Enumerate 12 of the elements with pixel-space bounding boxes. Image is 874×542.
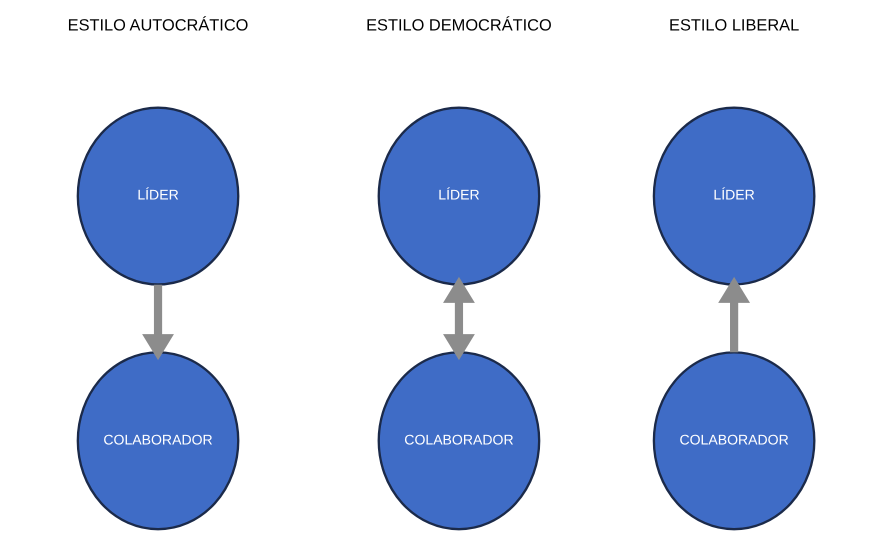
label: ESTILO LIBERAL: [669, 16, 800, 35]
arrow: [718, 276, 750, 352]
node-circle: COLABORADOR: [652, 351, 816, 530]
node-circle: LÍDER: [378, 106, 540, 286]
node-circle: LÍDER: [76, 106, 240, 286]
arrow: [142, 284, 174, 360]
label: ESTILO DEMOCRÁTICO: [366, 16, 552, 35]
node-circle: COLABORADOR: [378, 351, 540, 530]
arrow: [443, 276, 475, 360]
node-circle: COLABORADOR: [76, 351, 240, 530]
node-circle: LÍDER: [652, 106, 816, 286]
label: ESTILO AUTOCRÁTICO: [68, 16, 248, 35]
